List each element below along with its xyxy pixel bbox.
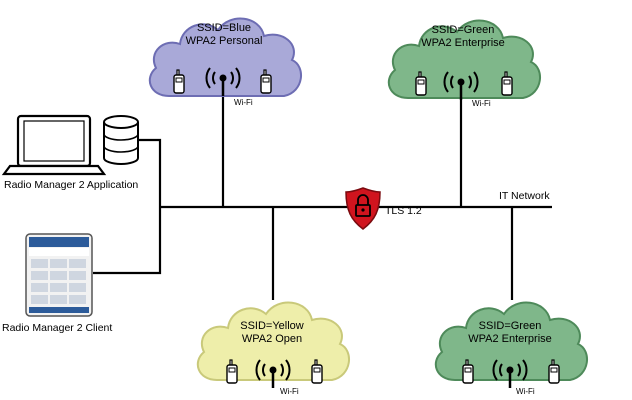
database-server-icon bbox=[103, 115, 139, 165]
cloud-ssid: SSID=Green bbox=[479, 320, 542, 332]
cloud-green-bottom: SSID=Green WPA2 Enterprise Wi-Fi bbox=[434, 301, 589, 396]
network-wires bbox=[93, 96, 552, 300]
client-link bbox=[93, 207, 162, 275]
cloud-security: WPA2 Enterprise bbox=[421, 37, 505, 49]
cloud-ssid: SSID=Blue bbox=[197, 22, 251, 34]
cloud-ssid: SSID=Yellow bbox=[240, 320, 304, 332]
laptop-icon bbox=[1, 114, 107, 176]
it-network-label: IT Network bbox=[499, 190, 550, 202]
tls-label: TLS 1.2 bbox=[385, 205, 422, 217]
cloud-security: WPA2 Enterprise bbox=[468, 333, 552, 345]
cloud-blue: SSID=Blue WPA2 Personal Wi-Fi bbox=[148, 17, 303, 107]
cloud-security: WPA2 Personal bbox=[186, 35, 263, 47]
cloud-ssid: SSID=Green bbox=[432, 24, 495, 36]
tls-shield-icon bbox=[345, 187, 381, 230]
cloud-security: WPA2 Open bbox=[242, 333, 302, 345]
wifi-label: Wi-Fi bbox=[234, 98, 253, 107]
client-label: Radio Manager 2 Client bbox=[2, 322, 112, 334]
cloud-yellow: SSID=Yellow WPA2 Open Wi-Fi bbox=[196, 301, 351, 396]
app-label: Radio Manager 2 Application bbox=[4, 179, 138, 191]
wifi-label: Wi-Fi bbox=[472, 99, 491, 108]
wifi-label: Wi-Fi bbox=[516, 387, 535, 396]
wifi-label: Wi-Fi bbox=[280, 387, 299, 396]
mobile-client-icon bbox=[25, 233, 93, 317]
app-server-link bbox=[139, 138, 162, 207]
cloud-green-top: SSID=Green WPA2 Enterprise Wi-Fi bbox=[387, 19, 542, 108]
